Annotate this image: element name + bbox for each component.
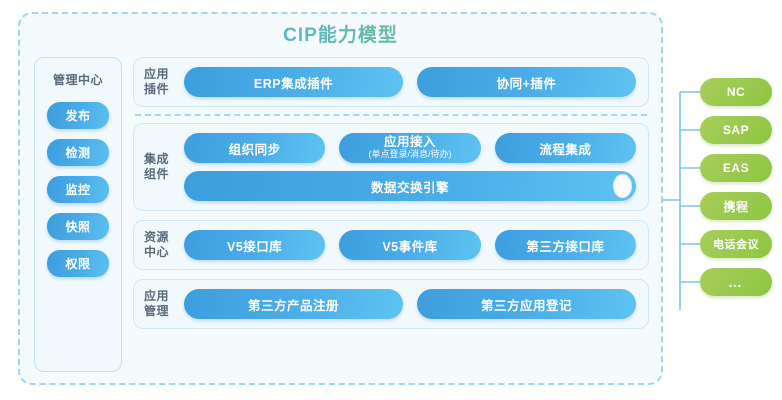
pill-org-sync[interactable]: 组织同步: [184, 133, 326, 163]
external-systems-list: NC SAP EAS 携程 电话会议 …: [700, 78, 772, 296]
mgmt-item-publish[interactable]: 发布: [47, 102, 109, 129]
pill-v5-interface-library[interactable]: V5接口库: [184, 230, 326, 260]
row-body-app-plugins: ERP集成插件 协同+插件: [184, 67, 636, 97]
row-label-integration-components: 集成 组件: [144, 152, 184, 182]
pill-label: 第三方应用登记: [480, 298, 572, 313]
pill-app-access[interactable]: 应用接入 (单点登录/消息/待办): [339, 133, 481, 163]
pill-line: ERP集成插件 协同+插件: [184, 67, 636, 97]
mgmt-item-permission[interactable]: 权限: [47, 250, 109, 277]
row-label-line2: 插件: [144, 82, 170, 96]
external-system-nc[interactable]: NC: [700, 78, 772, 106]
row-body-app-management: 第三方产品注册 第三方应用登记: [184, 289, 636, 319]
row-separator-1: [135, 114, 647, 116]
bar-label: 数据交换引擎: [370, 180, 449, 195]
pill-thirdparty-interface-library[interactable]: 第三方接口库: [494, 230, 636, 260]
mgmt-item-detect[interactable]: 检测: [47, 139, 109, 166]
pill-line: 组织同步 应用接入 (单点登录/消息/待办) 流程集成: [184, 133, 636, 163]
row-app-plugins: 应用 插件 ERP集成插件 协同+插件: [133, 57, 649, 107]
external-system-conference[interactable]: 电话会议: [700, 230, 772, 258]
row-label-line1: 应用: [144, 67, 170, 81]
pill-label: V5接口库: [227, 239, 283, 254]
external-system-sap[interactable]: SAP: [700, 116, 772, 144]
row-gap-2: [133, 211, 649, 220]
row-label-line2: 中心: [144, 245, 170, 259]
bar-data-exchange-engine[interactable]: 数据交换引擎: [184, 171, 636, 201]
capability-rows: 应用 插件 ERP集成插件 协同+插件 集成 组件: [133, 57, 649, 329]
mgmt-item-snapshot[interactable]: 快照: [47, 213, 109, 240]
pill-line: V5接口库 V5事件库 第三方接口库: [184, 230, 636, 260]
row-label-line1: 应用: [144, 289, 170, 303]
row-resource-center: 资源 中心 V5接口库 V5事件库 第三方接口库: [133, 220, 649, 270]
management-center-list: 发布 检测 监控 快照 权限: [47, 102, 109, 277]
external-system-eas[interactable]: EAS: [700, 154, 772, 182]
row-label-line1: 集成: [144, 152, 170, 166]
management-center-panel: 管理中心 发布 检测 监控 快照 权限: [34, 57, 122, 372]
row-label-line2: 管理: [144, 304, 170, 318]
pill-line: 第三方产品注册 第三方应用登记: [184, 289, 636, 319]
row-gap-3: [133, 270, 649, 279]
pill-erp-integration-plugin[interactable]: ERP集成插件: [184, 67, 403, 97]
row-body-resource-center: V5接口库 V5事件库 第三方接口库: [184, 230, 636, 260]
external-system-more[interactable]: …: [700, 268, 772, 296]
pill-label: V5事件库: [382, 239, 438, 254]
pill-label: ERP集成插件: [253, 76, 334, 91]
pill-collaboration-plugin[interactable]: 协同+插件: [417, 67, 636, 97]
row-label-line2: 组件: [144, 167, 170, 181]
pill-label: 第三方产品注册: [247, 298, 339, 313]
pill-thirdparty-product-register[interactable]: 第三方产品注册: [184, 289, 403, 319]
mgmt-item-monitor[interactable]: 监控: [47, 176, 109, 203]
pill-label: 应用接入: [383, 134, 436, 149]
cylinder-end-icon: [613, 174, 632, 198]
row-body-integration-components: 组织同步 应用接入 (单点登录/消息/待办) 流程集成 数据交换引擎: [184, 133, 636, 201]
page-title: CIP能力模型: [18, 20, 663, 47]
branch-connector-lines: [663, 91, 702, 310]
pill-v5-event-library[interactable]: V5事件库: [339, 230, 481, 260]
external-system-ctrip[interactable]: 携程: [700, 192, 772, 220]
pill-thirdparty-app-register[interactable]: 第三方应用登记: [417, 289, 636, 319]
pill-label: 组织同步: [228, 142, 281, 157]
row-integration-components: 集成 组件 组织同步 应用接入 (单点登录/消息/待办) 流程集成: [133, 123, 649, 211]
pill-process-integration[interactable]: 流程集成: [494, 133, 636, 163]
row-label-line1: 资源: [144, 230, 170, 244]
pill-sublabel: (单点登录/消息/待办): [368, 148, 452, 159]
row-app-management: 应用 管理 第三方产品注册 第三方应用登记: [133, 279, 649, 329]
row-label-app-management: 应用 管理: [144, 289, 184, 319]
pill-label: 第三方接口库: [526, 239, 605, 254]
row-label-resource-center: 资源 中心: [144, 230, 184, 260]
management-center-title: 管理中心: [52, 73, 103, 87]
row-label-app-plugins: 应用 插件: [144, 67, 184, 97]
pill-label: 协同+插件: [496, 76, 557, 91]
pill-label: 流程集成: [539, 142, 592, 157]
